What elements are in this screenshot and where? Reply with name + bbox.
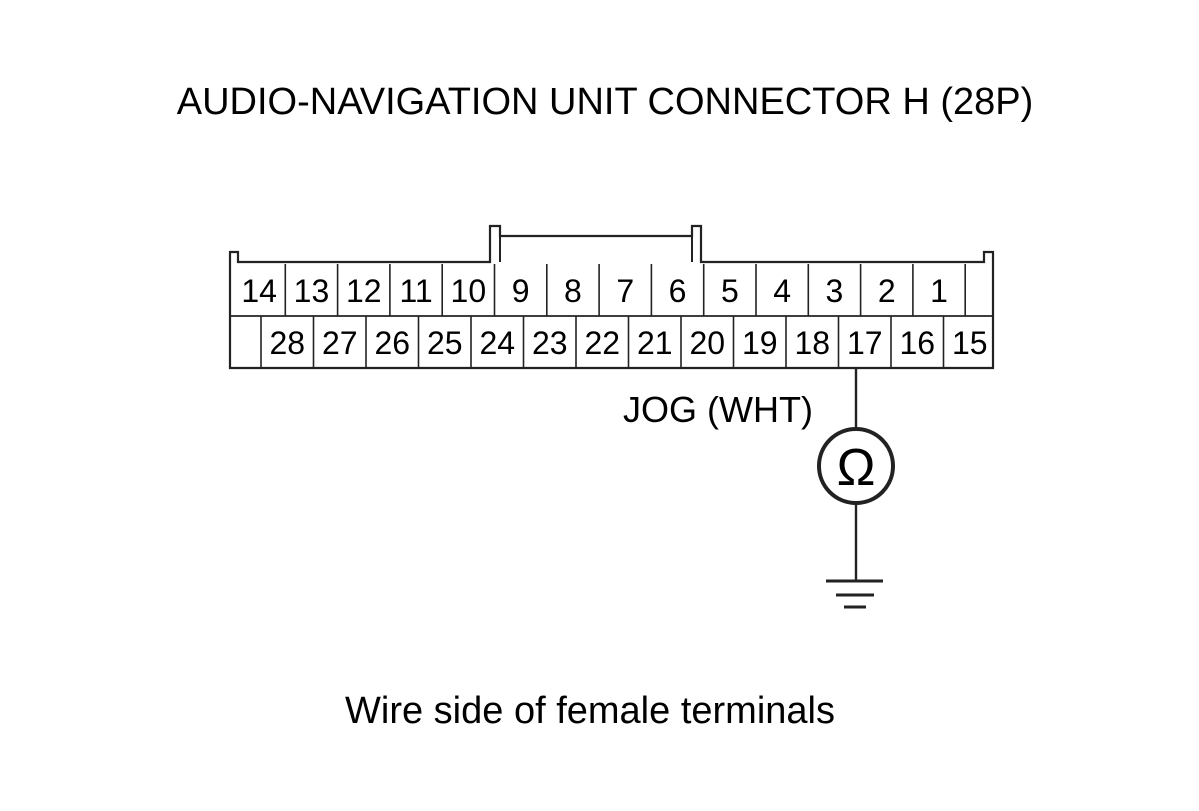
pin-10: 10 bbox=[451, 273, 487, 309]
pin-9: 9 bbox=[512, 273, 530, 309]
wire-label: JOG (WHT) bbox=[623, 389, 813, 430]
pin-26: 26 bbox=[374, 325, 410, 361]
pin-22: 22 bbox=[584, 325, 620, 361]
ohm-symbol: Ω bbox=[837, 439, 876, 497]
pin-19: 19 bbox=[742, 325, 778, 361]
ground-icon bbox=[826, 579, 883, 609]
pin-18: 18 bbox=[794, 325, 830, 361]
pin-24: 24 bbox=[479, 325, 515, 361]
pin-14: 14 bbox=[241, 273, 277, 309]
pin-8: 8 bbox=[564, 273, 582, 309]
pin-2: 2 bbox=[878, 273, 896, 309]
pin-1: 1 bbox=[930, 273, 948, 309]
pin-25: 25 bbox=[427, 325, 463, 361]
pin-13: 13 bbox=[294, 273, 330, 309]
pin-21: 21 bbox=[637, 325, 673, 361]
pin-28: 28 bbox=[269, 325, 305, 361]
pin-7: 7 bbox=[616, 273, 634, 309]
pin-27: 27 bbox=[322, 325, 358, 361]
pin-16: 16 bbox=[899, 325, 935, 361]
pin-5: 5 bbox=[721, 273, 739, 309]
diagram-caption: Wire side of female terminals bbox=[345, 690, 835, 732]
pin-6: 6 bbox=[669, 273, 687, 309]
pin-11: 11 bbox=[399, 273, 432, 309]
pin-20: 20 bbox=[689, 325, 725, 361]
pin-17: 17 bbox=[847, 325, 883, 361]
pin-12: 12 bbox=[346, 273, 382, 309]
pin-15: 15 bbox=[952, 325, 988, 361]
pin-4: 4 bbox=[773, 273, 791, 309]
diagram-title: AUDIO-NAVIGATION UNIT CONNECTOR H (28P) bbox=[177, 81, 1033, 123]
ohmmeter-icon: Ω bbox=[817, 427, 895, 505]
pin-23: 23 bbox=[532, 325, 568, 361]
pin-3: 3 bbox=[826, 273, 844, 309]
